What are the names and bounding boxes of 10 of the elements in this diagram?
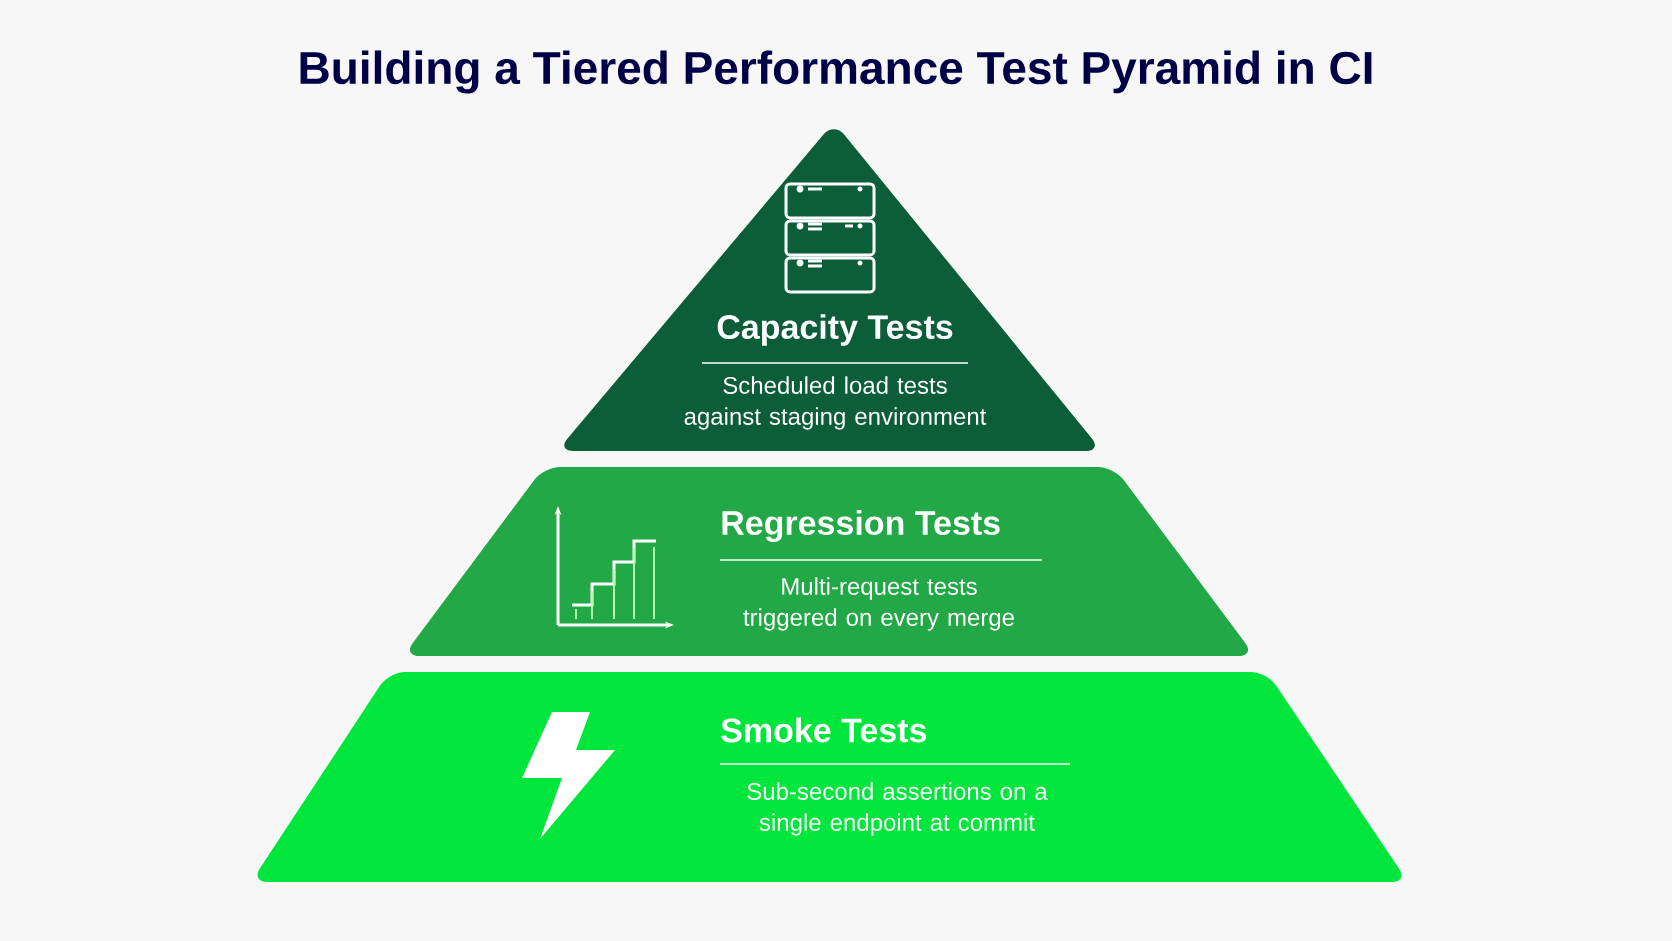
tier-heading: Regression Tests — [722, 510, 1000, 542]
title: Building a Tiered Performance Test Pyramid in CI — [300, 50, 1372, 94]
tier-heading: Capacity Tests — [717, 314, 953, 346]
tier-description: Multi-request tests triggered on every merge — [743, 577, 1014, 631]
pyramid-tier — [409, 467, 1249, 656]
pyramid-tier — [257, 672, 1402, 882]
tier-description: Sub-second assertions on a single endpoint at commit — [747, 782, 1048, 836]
tier-description: Scheduled load tests against staging environment — [684, 376, 987, 430]
tier-heading: Smoke Tests — [721, 717, 927, 743]
pyramid-tier — [564, 129, 1095, 451]
